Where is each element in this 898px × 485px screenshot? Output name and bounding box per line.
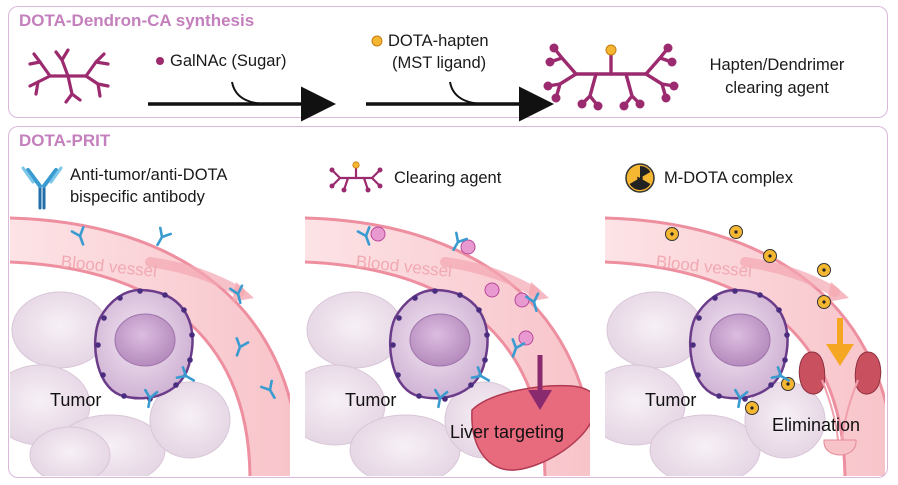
bispecific-antibody-icon (21, 166, 63, 210)
step2-tumor-label: Tumor (345, 390, 397, 410)
synthesis-arrow-1 (148, 81, 336, 122)
elimination-label: Elimination (772, 415, 861, 435)
step3-antibodies (734, 366, 791, 409)
step3-tumor-cells (605, 288, 826, 476)
hapten-label-line2: (MST ligand) (392, 54, 487, 72)
kidney-icon (798, 351, 882, 456)
dendrimer-icon (28, 48, 110, 104)
step2-tumor-cells (305, 288, 526, 476)
galnac-dot-icon (156, 57, 164, 65)
prit-panel: DOTA-PRIT (8, 126, 888, 478)
step1-tumor-cells (10, 288, 231, 476)
step2-clearing-agents (370, 226, 534, 346)
product-label-line1: Hapten/Dendrimer (709, 56, 845, 74)
liver-icon (471, 384, 590, 471)
step2-antibodies (356, 226, 540, 409)
m-dota-legend: M-DOTA complex (664, 169, 793, 187)
antibody-legend-line1: Anti-tumor/anti-DOTA (70, 166, 228, 184)
step3-tumor-label: Tumor (645, 390, 697, 410)
prit-title: DOTA-PRIT (19, 131, 111, 150)
synthesis-title: DOTA-Dendron-CA synthesis (19, 11, 255, 30)
hapten-label-line1: DOTA-hapten (388, 32, 489, 50)
step3-m-dota-complexes (665, 225, 831, 415)
synthesis-arrow-2 (366, 81, 554, 122)
synthesis-panel: DOTA-Dendron-CA synthesis (8, 6, 888, 118)
step1-blood-vessel (10, 218, 290, 476)
antibody-legend-line2: bispecific antibody (70, 188, 205, 206)
step1-antibodies (70, 226, 276, 409)
hapten-dot-icon (371, 35, 383, 47)
clearing-agent-legend: Clearing agent (394, 169, 502, 187)
step2-scene (305, 216, 590, 476)
step1-scene (10, 216, 290, 476)
liver-targeting-label: Liver targeting (450, 422, 565, 442)
galnac-label: GalNAc (Sugar) (170, 52, 287, 70)
clearing-agent-legend-icon (329, 161, 383, 193)
radioactive-icon (625, 163, 655, 193)
step3-scene (605, 216, 885, 476)
product-label-line2: clearing agent (725, 79, 829, 97)
clearing-agent-dendrimer-icon (543, 43, 679, 111)
step1-tumor-label: Tumor (50, 390, 102, 410)
